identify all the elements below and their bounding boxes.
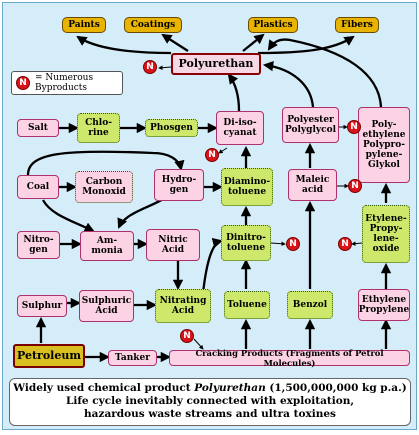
node-dinitrotoluene: Dinitro- toluene [221, 225, 271, 261]
arrow-polyethylene-polyurethan [267, 38, 383, 108]
legend: N = Numerous Byproducts [11, 71, 123, 95]
node-label: Benzol [292, 300, 328, 310]
node-label: Etylene- Propy- lene- oxide [365, 214, 407, 254]
node-nitrogen: Nitro- gen [17, 231, 60, 259]
node-label: Cracking Products (Fragments of Petrol M… [195, 348, 384, 368]
product-label: Paints [68, 20, 100, 30]
node-label: Di-iso- cyanat [223, 118, 257, 138]
arrow-polyurethan-coatings [161, 33, 189, 52]
node-label: Hydro- gen [161, 175, 197, 195]
node-label: Polyester Polyglycol [284, 115, 337, 135]
arrow-diisocyanat-byproduct [218, 147, 228, 154]
caption-product-name: Polyurethan [194, 382, 266, 394]
product-plastics: Plastics [248, 17, 298, 33]
caption-line-2: Life cycle inevitably connected with exp… [65, 395, 355, 407]
node-etylene-oxide: Etylene- Propy- lene- oxide [362, 205, 410, 263]
node-label: Phosgen [150, 123, 193, 133]
arrow-etylene-byproduct [351, 241, 363, 246]
product-label: Fibers [341, 20, 373, 30]
arrow-coal-ammonia [41, 199, 95, 233]
caption-line-1: Widely used chemical product Polyurethan… [10, 382, 410, 395]
node-label: Coal [26, 182, 50, 192]
byproduct-icon-polyurethan: N [143, 60, 157, 74]
caption-box: Widely used chemical product Polyurethan… [9, 378, 411, 426]
node-benzol: Benzol [287, 291, 333, 319]
byproduct-icon-dinitro: N [286, 237, 300, 251]
node-nitric-acid: Nitric Acid [146, 229, 200, 261]
node-chlorine: Chlo- rine [77, 113, 120, 143]
node-petroleum: Petroleum [13, 344, 85, 368]
node-ethylene-propylene: Ethylene Propylene [358, 289, 410, 321]
node-cracking-products: Cracking Products (Fragments of Petrol M… [169, 348, 410, 368]
node-sulphur: Sulphur [17, 295, 67, 317]
node-label: Petroleum [16, 349, 81, 362]
node-label: Sulphuric Acid [81, 296, 132, 316]
arrow-polyurethan-fibers [257, 35, 355, 55]
node-hydrogen: Hydro- gen [154, 169, 204, 201]
node-phosgen: Phosgen [145, 119, 198, 137]
node-label: Toluene [227, 300, 267, 310]
byproduct-icon-polyester: N [347, 120, 361, 134]
node-label: Nitric Acid [158, 235, 188, 255]
node-tanker: Tanker [108, 350, 157, 366]
byproduct-icon-diisocyanat: N [205, 148, 219, 162]
node-label: Chlo- rine [85, 118, 112, 138]
arrow-polyurethan-byproduct [158, 65, 172, 70]
arrow-dinitro-byproduct [270, 241, 286, 246]
caption-line-3: hazardous waste streams and ultra toxine… [84, 408, 336, 420]
node-nitrating-acid: Nitrating Acid [155, 289, 211, 323]
diagram-canvas: Paints Coatings Plastics Fibers Polyuret… [2, 2, 417, 430]
node-label: Maleic acid [295, 175, 330, 195]
node-carbon-monoxid: Carbon Monoxid [75, 171, 133, 203]
node-maleic-acid: Maleic acid [288, 169, 337, 201]
node-toluene: Toluene [224, 291, 270, 319]
byproduct-icon-maleic: N [348, 179, 362, 193]
node-salt: Salt [17, 119, 59, 137]
node-diaminotoluene: Diamino- toluene [221, 168, 273, 206]
node-coal: Coal [17, 175, 59, 199]
caption-suffix: (1,500,000,000 kg p.a.) [265, 382, 407, 394]
node-label: Poly- ethylene Polypro- pylene- Glykol [362, 120, 406, 170]
node-sulphuric-acid: Sulphuric Acid [79, 290, 134, 322]
arrow-polyurethan-paints [76, 35, 172, 55]
node-label: Sulphur [21, 301, 63, 311]
node-polyurethan: Polyurethan [171, 53, 261, 75]
legend-text: = Numerous Byproducts [35, 73, 94, 93]
node-label: Ethylene Propylene [358, 295, 410, 315]
arrow-polyester-polyurethan [262, 61, 315, 108]
node-label: Polyurethan [178, 57, 254, 70]
product-coatings: Coatings [124, 17, 182, 33]
product-label: Coatings [130, 20, 176, 30]
product-fibers: Fibers [335, 17, 379, 33]
node-label: Tanker [115, 353, 150, 363]
arrow-nitrating-dinitro [201, 238, 224, 294]
node-label: Nitrating Acid [159, 296, 207, 316]
product-paints: Paints [62, 17, 106, 33]
node-polyethylene: Poly- ethylene Polypro- pylene- Glykol [358, 107, 410, 183]
byproduct-icon-etylene: N [338, 237, 352, 251]
byproduct-icon: N [16, 76, 30, 90]
node-label: Carbon Monoxid [82, 177, 126, 197]
node-label: Diamino- toluene [223, 177, 271, 197]
node-label: Salt [28, 123, 48, 133]
arrow-diisocyanat-polyurethan [227, 73, 241, 112]
byproduct-icon-cracking: N [180, 329, 194, 343]
node-polyester: Polyester Polyglycol [282, 107, 339, 143]
node-diisocyanat: Di-iso- cyanat [216, 111, 264, 145]
node-label: Am- monia [91, 236, 123, 256]
node-label: Nitro- gen [23, 235, 54, 255]
arrow-hydrogen-ammonia [117, 198, 164, 229]
product-label: Plastics [253, 20, 293, 30]
arrow-polyurethan-plastics [242, 33, 265, 52]
node-label: Dinitro- toluene [226, 233, 266, 253]
node-ammonia: Am- monia [80, 231, 134, 261]
caption-prefix: Widely used chemical product [13, 382, 195, 394]
